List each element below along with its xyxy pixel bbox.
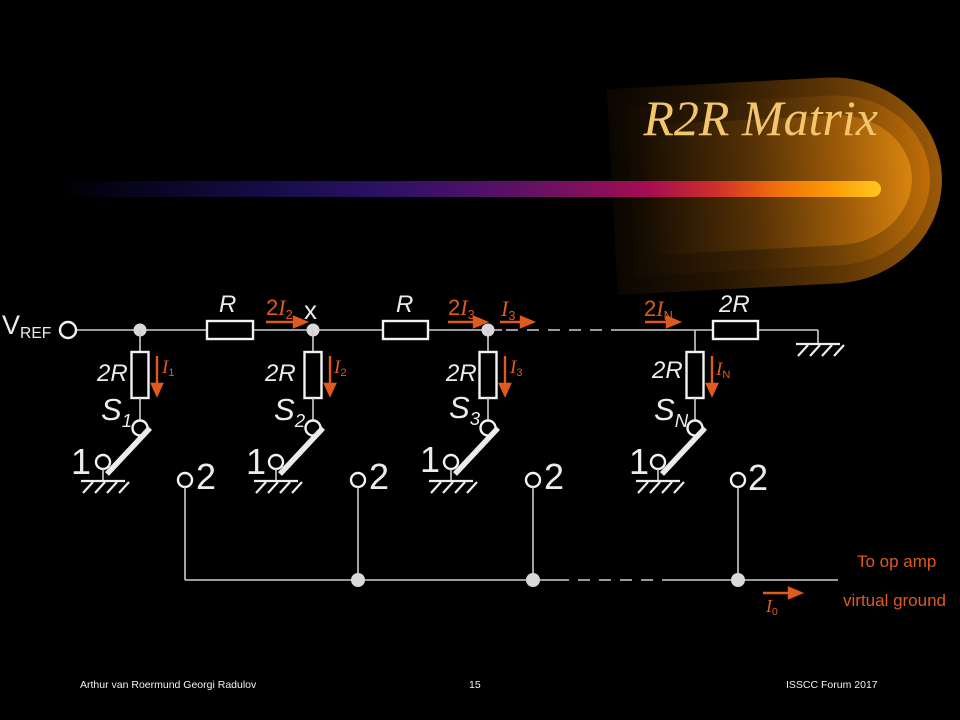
switch-s1-label: S1 xyxy=(101,392,133,431)
current-2i2-label: 2I2 xyxy=(266,295,293,322)
branch-3-pos2-label: 2 xyxy=(544,456,565,497)
termination-ground xyxy=(794,342,846,358)
branch-2-graphics xyxy=(267,330,367,580)
branch-1-pos1-label: 1 xyxy=(71,441,92,482)
slide-title: R2R Matrix xyxy=(643,90,878,146)
branch-n-current-label: IN xyxy=(716,359,731,382)
footer-page-number: 15 xyxy=(469,679,481,691)
branch-n-pos1-label: 1 xyxy=(629,441,650,482)
branch-3-pos1-label: 1 xyxy=(420,439,441,480)
vref-terminal xyxy=(58,320,78,340)
switch-s2-label: S2 xyxy=(274,392,306,431)
bus-junction-dots xyxy=(351,573,745,587)
footer-authors: Arthur van Roermund Georgi Radulov xyxy=(80,679,257,691)
output-destination-line1: To op amp xyxy=(857,552,937,571)
branch-n-pos2-label: 2 xyxy=(748,457,769,498)
top-rail-wires xyxy=(77,329,819,344)
output-current-label: I0 xyxy=(766,596,778,618)
series-resistors xyxy=(205,319,760,341)
resistor-termination-label: 2R xyxy=(719,291,750,318)
current-i3-label: I3 xyxy=(501,296,516,323)
resistor-r1-label: R xyxy=(219,291,237,318)
branch-n-resistor-label: 2R xyxy=(652,357,683,384)
branch-2-pos2-label: 2 xyxy=(369,456,390,497)
branch-2-current-label: I2 xyxy=(334,357,347,380)
node-x-label: x xyxy=(304,295,317,325)
resistor-r2-label: R xyxy=(396,291,414,318)
output-destination-line2: virtual ground xyxy=(843,591,947,610)
branch-1-graphics xyxy=(94,330,194,580)
branch-3-current-label: I3 xyxy=(510,357,523,380)
branch-3-resistor-label: 2R xyxy=(446,360,477,387)
branch-3-ground xyxy=(427,479,479,495)
branch-2-pos1-label: 1 xyxy=(246,441,267,482)
branch-3-graphics xyxy=(442,330,542,580)
vref-label: VREF xyxy=(2,310,52,343)
switch-sn-label: SN xyxy=(654,392,689,431)
branch-n-graphics xyxy=(649,330,747,580)
gradient-streak xyxy=(55,181,881,197)
current-arrows xyxy=(150,315,805,600)
branch-1-current-label: I1 xyxy=(162,357,175,380)
branch-2-ground xyxy=(252,479,304,495)
current-2i3-label: 2I3 xyxy=(448,295,475,322)
switch-s3-label: S3 xyxy=(449,390,481,429)
footer-event: ISSCC Forum 2017 xyxy=(786,679,878,691)
current-2in-label: 2IN xyxy=(644,296,673,323)
branch-1-pos2-label: 2 xyxy=(196,456,217,497)
branch-2-resistor-label: 2R xyxy=(265,360,296,387)
branch-n-ground xyxy=(634,479,686,495)
branch-1-ground xyxy=(79,479,131,495)
branch-1-resistor-label: 2R xyxy=(97,360,128,387)
